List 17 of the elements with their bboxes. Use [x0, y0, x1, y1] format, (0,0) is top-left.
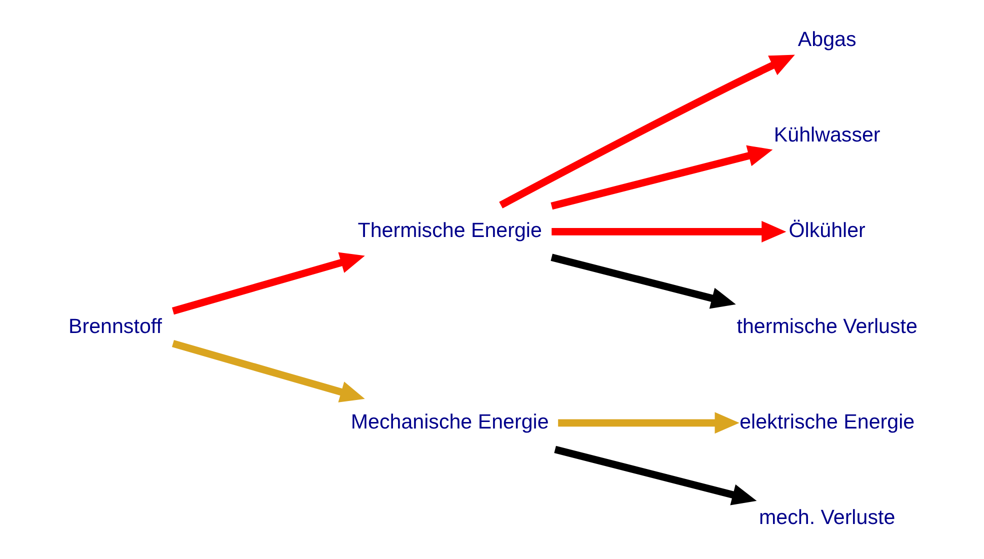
node-text: Kühlwasser: [773, 124, 880, 147]
arrow: [558, 412, 739, 434]
node-text: mech. Verluste: [758, 506, 895, 529]
node-text: Ölkühler: [788, 219, 865, 242]
arrow: [550, 145, 772, 210]
arrow: [171, 252, 364, 315]
node-text: Thermische Energie: [357, 219, 542, 242]
node-text: Abgas: [797, 28, 856, 51]
arrow: [498, 54, 794, 208]
node-text: elektrische Energie: [739, 410, 914, 434]
arrow: [171, 340, 364, 402]
arrow: [554, 446, 756, 506]
node-text: Brennstoff: [68, 314, 162, 338]
arrow: [550, 254, 736, 309]
arrow: [551, 220, 786, 242]
node-text: thermische Verluste: [736, 314, 917, 338]
node-text: Mechanische Energie: [350, 410, 548, 434]
